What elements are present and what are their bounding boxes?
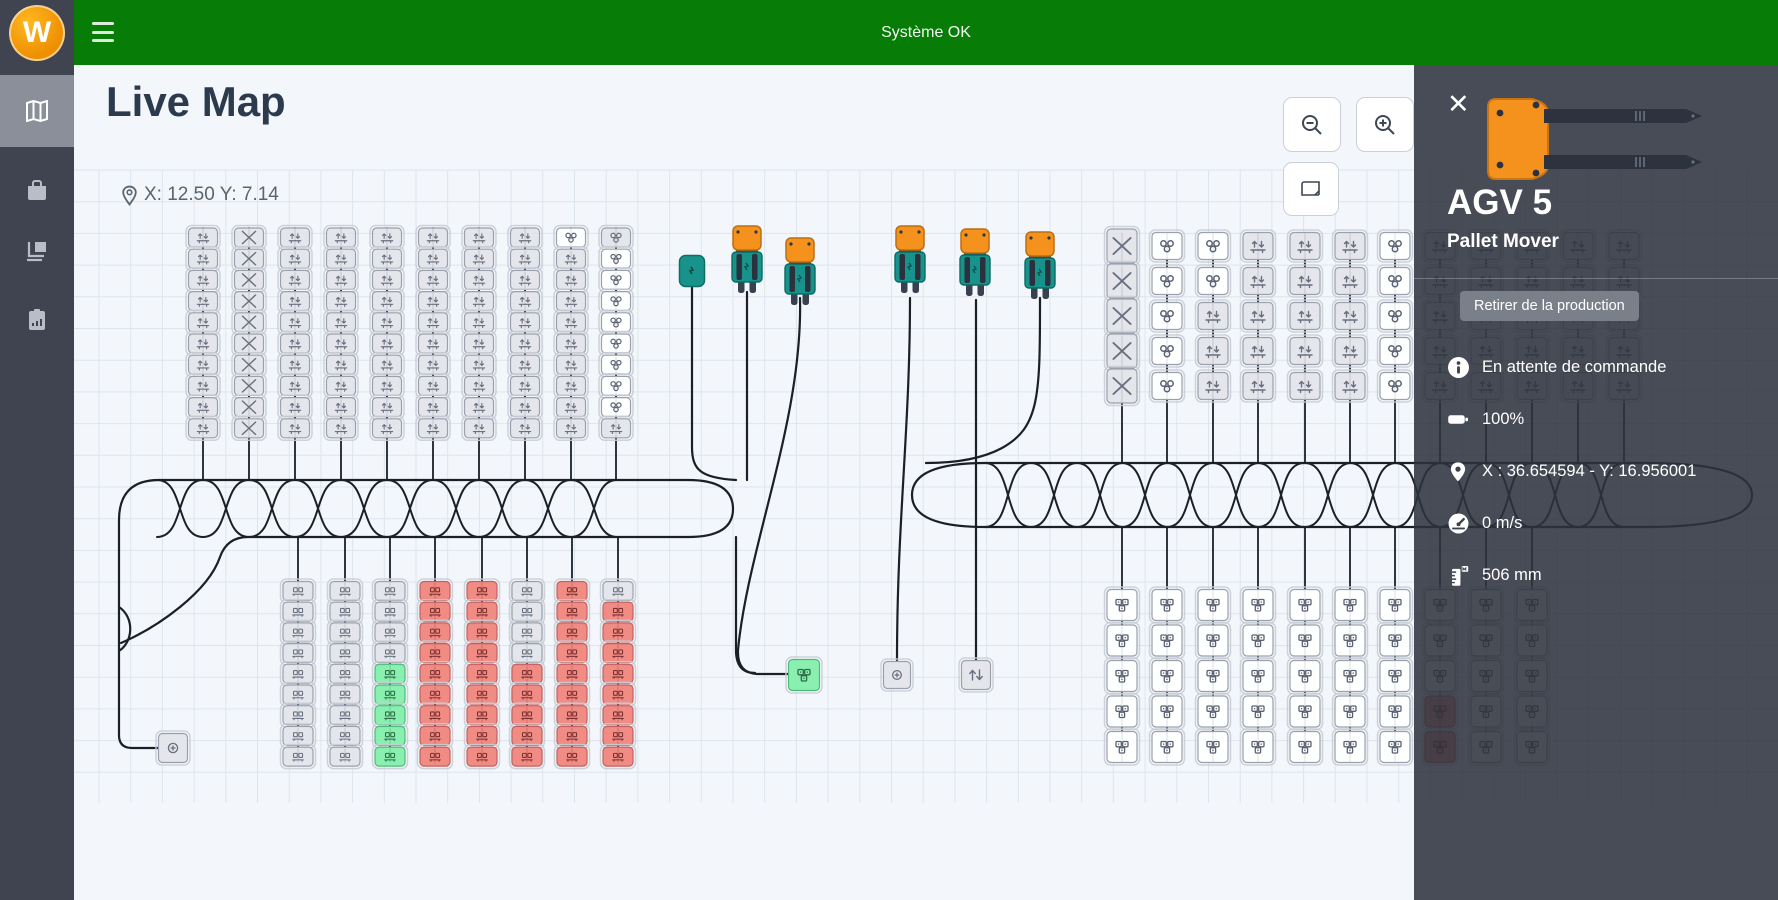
sidebar-item-live-map[interactable] bbox=[0, 75, 74, 147]
stat-speed: 0 m/s bbox=[1447, 508, 1764, 539]
stat-position: X : 36.654594 - Y: 16.956001 bbox=[1447, 456, 1764, 487]
package-icon bbox=[28, 180, 46, 200]
info-icon bbox=[1447, 357, 1469, 379]
speedometer-icon bbox=[1447, 513, 1469, 535]
close-icon[interactable]: ✕ bbox=[1447, 89, 1470, 119]
cursor-coordinates: X: 12.50 Y: 7.14 bbox=[121, 184, 279, 206]
agv-marker[interactable] bbox=[1024, 231, 1056, 299]
zoom-in-button[interactable] bbox=[1356, 97, 1414, 152]
rack-group-bottom-left bbox=[279, 578, 637, 770]
vehicle-type: Pallet Mover bbox=[1447, 231, 1559, 252]
system-status: Système OK bbox=[881, 23, 971, 41]
stat-battery: 100% bbox=[1447, 404, 1764, 435]
remove-from-production-button[interactable]: Retirer de la production bbox=[1460, 291, 1639, 321]
vehicle-stats: En attente de commande 100% X : 36.65459… bbox=[1447, 352, 1764, 591]
station bbox=[880, 658, 914, 692]
page-title: Live Map bbox=[106, 78, 286, 125]
ruler-icon bbox=[1447, 565, 1469, 587]
cursor-coordinates-text: X: 12.50 Y: 7.14 bbox=[144, 184, 279, 205]
sidebar-item-orders[interactable] bbox=[0, 154, 74, 226]
agv-marker[interactable] bbox=[959, 228, 991, 296]
rack-group-top-left bbox=[185, 224, 634, 442]
top-header: W Système OK bbox=[0, 0, 1778, 65]
stat-status-text: En attente de commande bbox=[1482, 358, 1667, 376]
battery-icon bbox=[1447, 409, 1469, 431]
agv-detail-panel: ✕ AGV 5 Pallet Mover Retirer de la produ… bbox=[1414, 65, 1778, 900]
fit-to-screen-button[interactable] bbox=[1283, 162, 1339, 216]
forklift-icon bbox=[27, 242, 46, 262]
pick-station bbox=[785, 656, 823, 694]
magnifier-minus-icon bbox=[1302, 114, 1322, 135]
stat-position-text: X : 36.654594 - Y: 16.956001 bbox=[1482, 462, 1697, 480]
map-icon bbox=[26, 100, 48, 122]
agv-marker[interactable] bbox=[784, 237, 816, 305]
station bbox=[155, 730, 191, 766]
map-pin-icon bbox=[122, 185, 137, 206]
fit-to-screen-icon bbox=[1301, 181, 1320, 196]
pin-icon bbox=[1447, 461, 1469, 483]
vehicle-name: AGV 5 bbox=[1447, 183, 1553, 222]
sidebar-item-reports[interactable] bbox=[0, 284, 74, 356]
panel-divider bbox=[1414, 278, 1778, 279]
agv-marker[interactable] bbox=[731, 225, 763, 293]
hamburger-menu-icon[interactable] bbox=[92, 22, 114, 42]
logo-w-icon: W bbox=[9, 4, 65, 61]
agv-marker[interactable] bbox=[894, 225, 926, 293]
transfer-station bbox=[958, 657, 994, 693]
stat-fork-height: 506 mm bbox=[1447, 560, 1764, 591]
app-logo[interactable]: W bbox=[0, 0, 74, 65]
zoom-out-button[interactable] bbox=[1283, 97, 1341, 152]
stat-battery-text: 100% bbox=[1482, 410, 1525, 428]
magnifier-plus-icon bbox=[1375, 114, 1395, 135]
charge-dock bbox=[678, 254, 706, 288]
stat-status: En attente de commande bbox=[1447, 352, 1764, 383]
sidebar-nav bbox=[0, 65, 74, 900]
agv-illustration bbox=[1487, 98, 1702, 180]
report-icon bbox=[29, 309, 45, 330]
stat-speed-text: 0 m/s bbox=[1482, 514, 1523, 532]
sidebar-item-vehicles[interactable] bbox=[0, 216, 74, 288]
stat-fork-height-text: 506 mm bbox=[1482, 566, 1542, 584]
